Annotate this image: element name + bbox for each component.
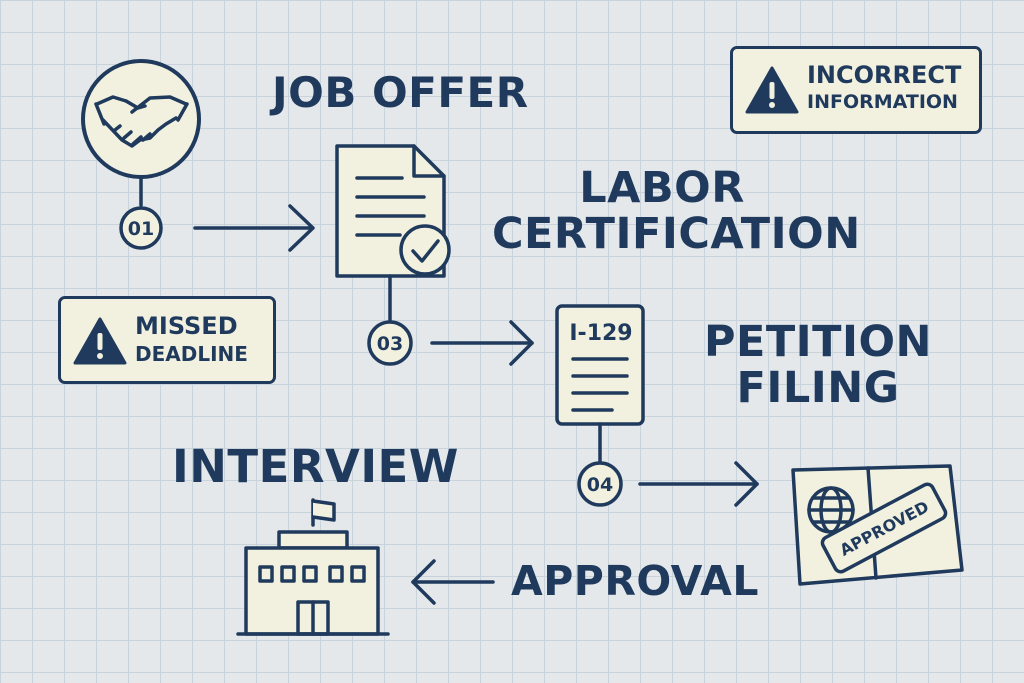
step-number-03: 03 (377, 333, 403, 355)
arrow-right-icon (430, 320, 534, 366)
label-petition-line1: PETITION (703, 317, 933, 367)
label-interview: INTERVIEW (172, 440, 459, 493)
warning-line2: DEADLINE (135, 342, 248, 366)
arrow-right-icon (638, 461, 759, 507)
label-labor-line2: CERTIFICATION (492, 209, 861, 260)
arrow-left-icon (411, 559, 495, 605)
label-petition-line2: FILING (736, 363, 900, 414)
passport-approved-icon (791, 464, 964, 586)
government-building-icon (236, 498, 390, 636)
handshake-icon (81, 59, 201, 179)
step-number-01: 01 (128, 218, 154, 240)
step-number-04: 04 (587, 474, 613, 496)
warning-triangle-icon (73, 317, 127, 365)
step-number-circle-01 (119, 206, 163, 250)
step-number-circle-04 (577, 461, 623, 507)
label-approval: APPROVAL (511, 557, 759, 605)
step-number-circle-03 (367, 320, 413, 366)
warning-incorrect-information: INCORRECT INFORMATION (730, 46, 982, 134)
label-petition-filing: PETITION FILING (700, 319, 936, 412)
warning-line2: INFORMATION (807, 91, 958, 113)
warning-line1: INCORRECT (807, 61, 962, 89)
warning-triangle-icon (745, 66, 799, 114)
form-name: I-129 (569, 321, 632, 346)
document-check-icon (335, 144, 451, 278)
warning-missed-deadline: MISSED DEADLINE (58, 296, 276, 384)
label-labor-certification: LABOR CERTIFICATION (492, 163, 861, 260)
arrow-right-icon (193, 204, 315, 252)
label-job-offer: JOB OFFER (272, 68, 529, 117)
warning-line1: MISSED (135, 312, 238, 340)
label-labor-line1: LABOR (579, 163, 745, 213)
